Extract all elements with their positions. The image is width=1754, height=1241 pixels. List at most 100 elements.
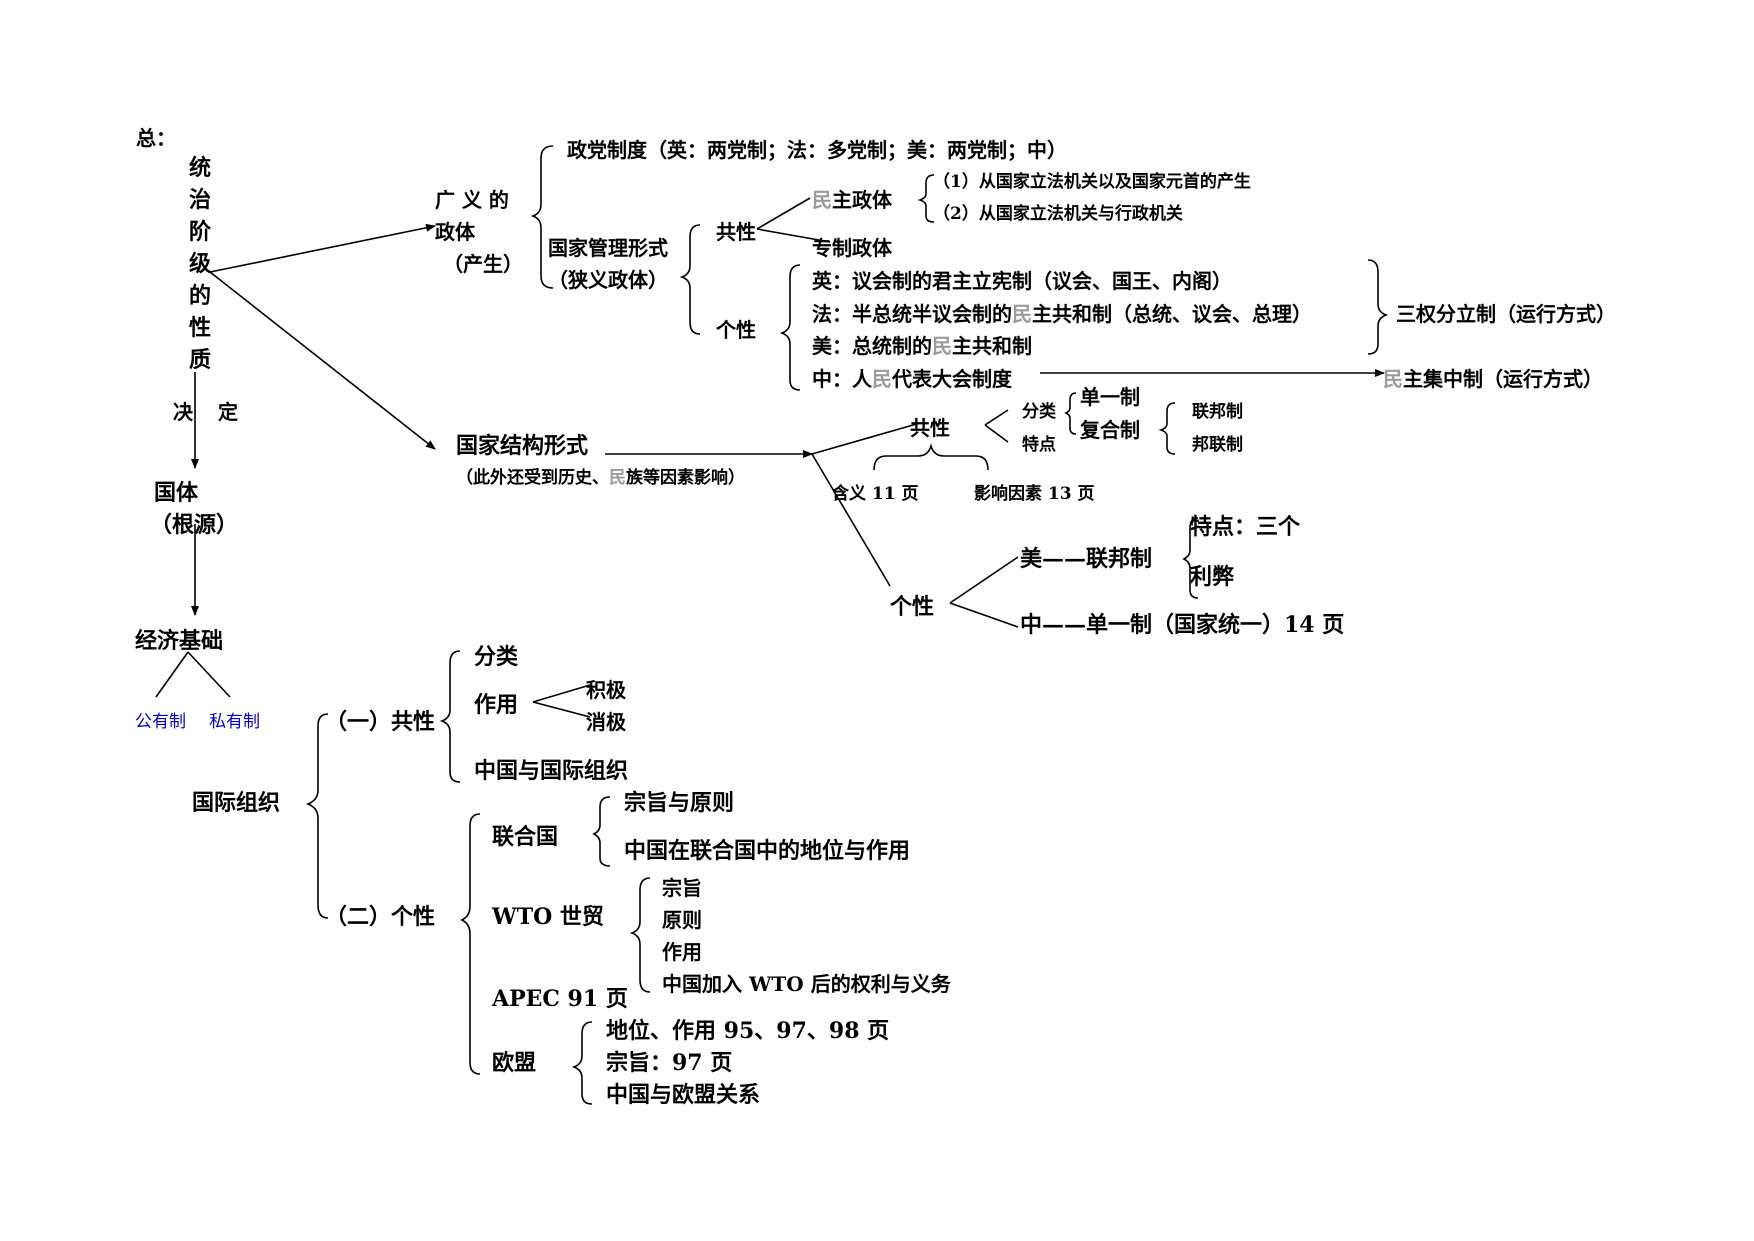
lianbang-label: 联邦制 — [1192, 402, 1243, 422]
jingji-label: 经济基础 — [135, 628, 224, 654]
line-zuoyong-xiaoji — [532, 701, 591, 718]
brace-gexing — [779, 264, 801, 391]
wto-zongzhi: 宗旨 — [662, 876, 702, 900]
sanquan-label: 三权分立制（运行方式） — [1396, 302, 1616, 326]
jiegou-title: 国家结构形式 — [456, 433, 589, 459]
zhong-line: 中：人民代表大会制度 — [812, 367, 1012, 391]
minzhu-zhengti: 民主政体 — [812, 188, 892, 212]
line-gongxing-zhuanzhi — [756, 228, 831, 243]
line-gexing-mei — [949, 556, 1019, 604]
zhuanzhi-label: 专制政体 — [812, 236, 892, 260]
xiaoji-label: 消极 — [586, 710, 626, 734]
mei-lianbang: 美——联邦制 — [1020, 546, 1153, 572]
econ-line-right — [187, 651, 231, 698]
line-gexing-zhong — [949, 602, 1019, 628]
oumeng-label: 欧盟 — [492, 1050, 537, 1076]
wto-label: WTO 世贸 — [492, 904, 604, 930]
vertical-char: 级 — [188, 251, 211, 277]
vertical-char: 阶 — [188, 219, 211, 245]
arrow-to-zhengti — [209, 223, 436, 273]
brace-gongxing — [439, 650, 461, 783]
fenlei2-label: 分类 — [474, 644, 519, 670]
gexing-label: 个性 — [716, 318, 756, 342]
zhong-danyi: 中——单一制（国家统一）14 页 — [1020, 612, 1345, 638]
oumeng-zongzhi: 宗旨：97 页 — [606, 1050, 733, 1076]
hanyi-label: 含义 11 页 — [832, 484, 919, 504]
guangyi-label: 广 义 的 — [435, 188, 509, 212]
line-junction-gongxing — [811, 422, 921, 455]
jiegou-gongxing: 共性 — [910, 416, 950, 440]
zuoyong-label: 作用 — [474, 692, 519, 718]
siyou-label: 私有制 — [209, 712, 260, 732]
line-zuoyong-jiji — [532, 684, 591, 703]
brace-fuhe — [1158, 402, 1176, 455]
banglian-label: 邦联制 — [1192, 435, 1243, 455]
zong-label: 总： — [136, 126, 176, 150]
zhongguo-guoji-label: 中国与国际组织 — [474, 758, 629, 784]
ying-line: 英：议会制的君主立宪制（议会、国王、内阁） — [812, 269, 1232, 293]
line-gongxing-fenlei — [984, 409, 1009, 426]
genyuan-label: （根源） — [150, 512, 239, 538]
vertical-char: 的 — [188, 283, 211, 309]
wto-yuanze: 原则 — [662, 908, 702, 932]
lianheguo-label: 联合国 — [492, 824, 559, 850]
oumeng-diwei: 地位、作用 95、97、98 页 — [606, 1018, 890, 1044]
wto-china: 中国加入 WTO 后的权利与义务 — [662, 972, 951, 996]
xiayi-label: （狭义政体） — [548, 268, 668, 292]
jizhong-label: 民主集中制（运行方式） — [1383, 367, 1603, 391]
wto-zuoyong: 作用 — [662, 940, 702, 964]
brace-zhengti — [530, 145, 554, 289]
brace-wto — [629, 877, 651, 993]
guoji-title: 国际组织 — [192, 790, 281, 816]
fuhe-label: 复合制 — [1080, 418, 1140, 442]
gongxing-label: 共性 — [716, 220, 756, 244]
minzhu-item-1: （1）从国家立法机关以及国家元首的产生 — [933, 172, 1251, 192]
line-gongxing-minzhu — [756, 197, 811, 230]
brace-guanli — [679, 224, 701, 335]
fenlei-label: 分类 — [1022, 402, 1056, 422]
brace-hanyi — [873, 443, 989, 471]
brace-lianheguo — [592, 796, 611, 867]
zhengdang-label: 政党制度（英：两党制；法：多党制；美：两党制；中） — [567, 138, 1067, 162]
class-nature-vertical-text: 统治阶级的性质 — [188, 152, 212, 376]
brace-fenlei — [1064, 392, 1077, 435]
guoji-gongxing: （一）共性 — [325, 709, 436, 735]
apec-label: APEC 91 页 — [492, 986, 628, 1012]
mei-line: 美：总统制的民主共和制 — [812, 334, 1032, 358]
ding-label: 定 — [218, 400, 238, 424]
brace-guoji — [305, 713, 329, 919]
line-junction-gexing — [811, 453, 891, 587]
chansheng-label: （产生） — [443, 252, 523, 276]
tedian-label: 特点 — [1022, 435, 1056, 455]
vertical-char: 治 — [188, 187, 211, 213]
zhengti-label: 政体 — [435, 220, 475, 244]
libi-label: 利弊 — [1190, 564, 1235, 590]
line-gongxing-tedian — [984, 424, 1009, 443]
vertical-char: 性 — [188, 315, 211, 341]
vertical-char: 统 — [188, 155, 211, 181]
yingxiang-label: 影响因素 13 页 — [974, 484, 1095, 504]
tedian-sange: 特点：三个 — [1190, 514, 1301, 540]
brace-minzhu — [917, 174, 935, 223]
guoji-gexing: （二）个性 — [325, 904, 436, 930]
gongyou-label: 公有制 — [135, 712, 186, 732]
vertical-char: 质 — [188, 347, 211, 373]
arrow-to-jiegou — [209, 271, 436, 450]
jue-label: 决 — [173, 400, 193, 424]
brace-oumeng — [571, 1021, 593, 1105]
jiji-label: 积极 — [586, 678, 626, 702]
jiegou-note: （此外还受到历史、民族等因素影响） — [456, 468, 745, 488]
oumeng-china: 中国与欧盟关系 — [606, 1082, 761, 1108]
brace-mei — [1182, 517, 1199, 599]
guoti-label: 国体 — [154, 480, 199, 506]
brace-gexing2 — [460, 813, 481, 1075]
jiegou-gexing: 个性 — [890, 594, 935, 620]
minzhu-item-2: （2）从国家立法机关与行政机关 — [933, 204, 1183, 224]
guanli-label: 国家管理形式 — [548, 236, 668, 260]
diwei-label: 中国在联合国中的地位与作用 — [624, 838, 911, 864]
fa-line: 法：半总统半议会制的民主共和制（总统、议会、总理） — [812, 302, 1312, 326]
zongzhi-yuanze-label: 宗旨与原则 — [624, 790, 735, 816]
econ-line-left — [155, 651, 189, 698]
danyi-label: 单一制 — [1080, 385, 1140, 409]
